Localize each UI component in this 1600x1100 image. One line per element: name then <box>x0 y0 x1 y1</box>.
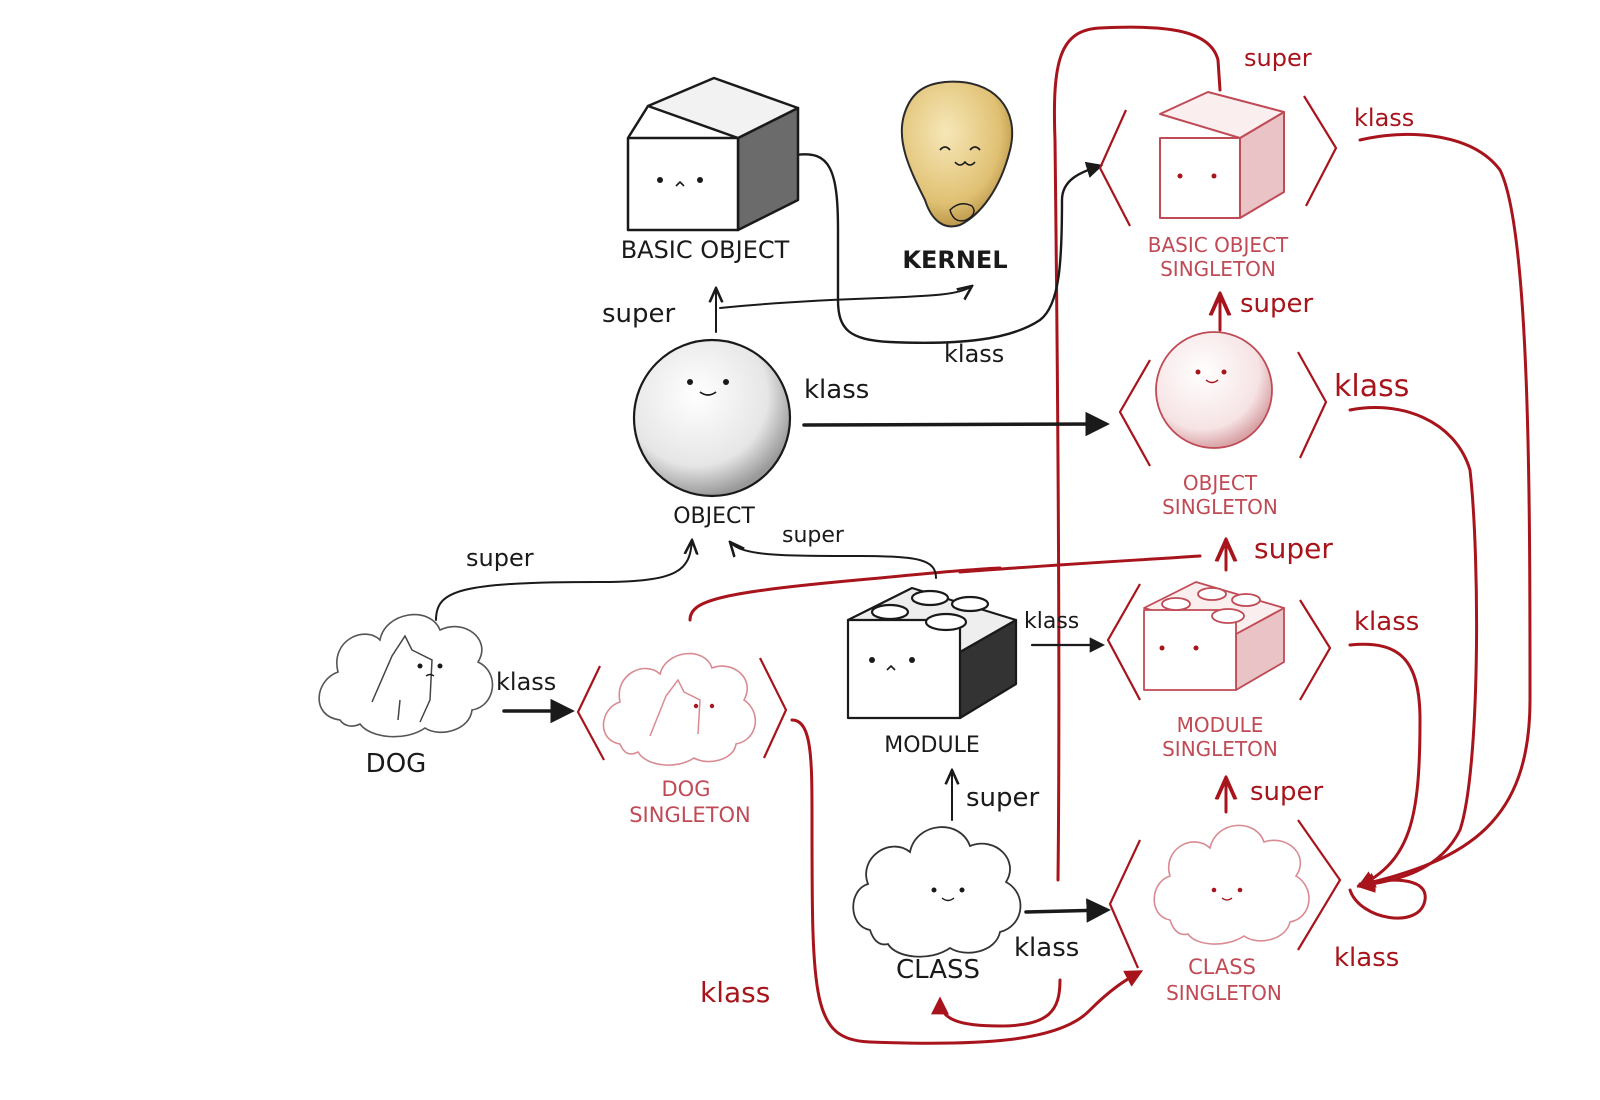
edge-label-super: super <box>1240 289 1314 319</box>
class-label: CLASS <box>896 955 980 985</box>
object-singleton-label-line1: OBJECT <box>1183 471 1258 495</box>
dog-singleton-label-line2: SINGLETON <box>629 803 751 827</box>
class-singleton-label-line2: SINGLETON <box>1166 981 1282 1005</box>
dog-label: DOG <box>366 749 427 779</box>
edge-label-klass: klass <box>804 375 869 405</box>
edge-label-klass: klass <box>496 668 556 696</box>
edge-labels-red: super klass super klass super klass supe… <box>700 44 1419 1009</box>
edge-label-super: super <box>466 544 534 572</box>
dog-cloud-icon <box>602 652 757 766</box>
class-node[interactable]: CLASS <box>852 826 1022 985</box>
dog-singleton-node[interactable]: DOG SINGLETON <box>576 652 788 827</box>
cube-icon <box>626 76 800 232</box>
edge-label-klass: klass <box>944 340 1004 368</box>
edge-label-super: super <box>1244 44 1312 72</box>
cloud-icon <box>1153 824 1310 945</box>
sphere-icon <box>1155 331 1273 449</box>
lego-brick-icon <box>846 586 1018 720</box>
edge-label-klass: klass <box>1354 607 1419 637</box>
basic-object-singleton-node[interactable]: BASIC OBJECT SINGLETON <box>1098 91 1338 281</box>
left-bracket <box>1118 359 1151 467</box>
left-bracket <box>576 665 605 761</box>
module-node[interactable]: MODULE <box>846 586 1018 758</box>
kernel-label: KERNEL <box>902 246 1007 274</box>
right-bracket <box>1297 819 1342 951</box>
object-node[interactable]: OBJECT <box>632 338 792 529</box>
edge-label-super: super <box>966 783 1040 813</box>
basic-object-node[interactable]: BASIC OBJECT <box>621 76 800 264</box>
class-singleton-node[interactable]: CLASS SINGLETON <box>1108 819 1342 1005</box>
module-singleton-label-line2: SINGLETON <box>1162 737 1278 761</box>
right-bracket <box>759 657 788 759</box>
edge-label-klass: klass <box>1014 933 1079 963</box>
object-label: OBJECT <box>673 504 755 529</box>
edge-label-super: super <box>1250 777 1324 807</box>
basic-object-singleton-label-line1: BASIC OBJECT <box>1148 233 1289 257</box>
object-relation-lines <box>435 153 1111 923</box>
edge-label-klass: klass <box>1334 369 1409 404</box>
seed-icon <box>900 80 1014 228</box>
object-singleton-node[interactable]: OBJECT SINGLETON <box>1118 331 1328 519</box>
left-bracket <box>1098 109 1131 227</box>
right-bracket <box>1299 599 1332 701</box>
dog-singleton-label-line1: DOG <box>662 777 711 801</box>
dog-node[interactable]: DOG <box>318 613 494 779</box>
cloud-icon <box>852 826 1022 958</box>
left-bracket <box>1106 583 1141 701</box>
cube-icon <box>1159 91 1285 219</box>
right-bracket <box>1303 95 1338 207</box>
edge-label-super: super <box>1254 532 1333 565</box>
basic-object-singleton-label-line2: SINGLETON <box>1160 257 1276 281</box>
edge-label-klass: klass <box>1024 609 1079 634</box>
edge-label-super: super <box>602 299 676 329</box>
sphere-icon <box>632 338 792 498</box>
basic-object-label: BASIC OBJECT <box>621 236 790 264</box>
right-bracket <box>1297 351 1328 459</box>
module-singleton-label-line1: MODULE <box>1177 713 1264 737</box>
module-singleton-node[interactable]: MODULE SINGLETON <box>1106 581 1332 761</box>
edge-label-super: super <box>782 523 845 548</box>
edge-label-klass: klass <box>1354 104 1414 132</box>
edge-label-klass: klass <box>700 976 770 1009</box>
class-singleton-label-line1: CLASS <box>1188 955 1256 979</box>
kernel-node[interactable]: KERNEL <box>900 80 1014 274</box>
singleton-klass-lines <box>688 25 1532 1045</box>
module-label: MODULE <box>884 733 980 758</box>
edge-labels-black: super klass klass super super klass klas… <box>466 299 1079 963</box>
object-singleton-label-line2: SINGLETON <box>1162 495 1278 519</box>
left-bracket <box>1108 839 1141 969</box>
lego-brick-icon <box>1143 581 1285 691</box>
dog-cloud-icon <box>318 613 494 738</box>
edge-label-klass: klass <box>1334 943 1399 973</box>
